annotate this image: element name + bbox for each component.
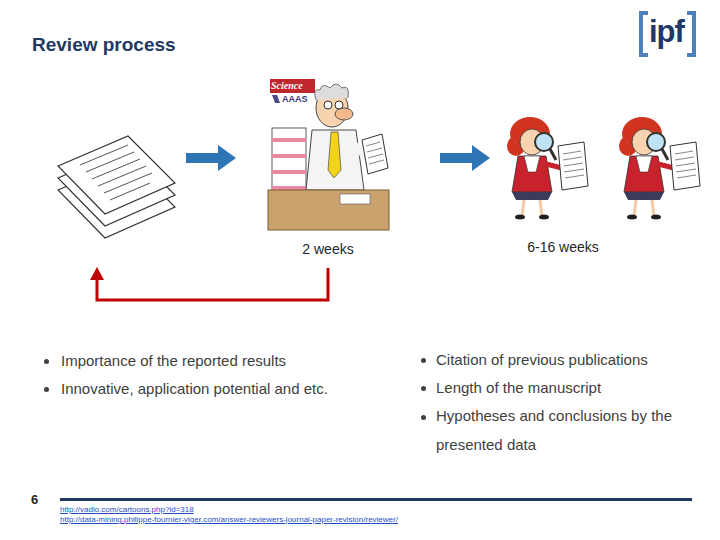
editor-cartoon-part-part — [369, 160, 384, 164]
duration-label: 6-16 weeks — [513, 239, 613, 255]
flow-arrow-part — [218, 145, 236, 171]
editor-cartoon-part-part — [272, 186, 306, 190]
paper-stack-part-part — [104, 173, 152, 193]
editor-cartoon-part — [268, 190, 389, 230]
paper-stack-part-part — [80, 145, 128, 165]
editor-cartoon-part-part — [367, 148, 382, 152]
page-number: 6 — [31, 492, 38, 507]
feedback-loop — [97, 268, 328, 300]
editor-cartoon-part-part — [272, 170, 306, 174]
editor-cartoon-part — [272, 95, 280, 103]
flow-arrow-part — [472, 145, 490, 171]
editor-cartoon-part — [272, 140, 306, 188]
editor-cartoon — [268, 76, 389, 230]
editor-cartoon-part-part — [272, 154, 306, 158]
source-link: http://data-mining.philippe-fournier-vig… — [60, 515, 398, 524]
editor-cartoon-part — [335, 108, 353, 120]
paper-stack-part-part — [110, 183, 150, 200]
editor-cartoon-part — [328, 132, 341, 178]
illustration-layer-part — [507, 117, 588, 220]
criteria-item: Importance of the reported results — [61, 352, 286, 369]
journal-publisher: AAAS — [282, 94, 308, 104]
logo-text: ipf — [649, 14, 684, 50]
paper-stack-part-part — [86, 152, 134, 172]
paper-stack-part — [58, 136, 175, 214]
duration-label: 2 weeks — [288, 241, 368, 257]
flow-arrow-part — [440, 153, 474, 163]
editor-cartoon-part — [324, 101, 332, 109]
paper-stack-part-part — [92, 159, 140, 179]
criteria-item: Innovative, application potential and et… — [61, 380, 328, 397]
flow-arrow-part — [186, 153, 220, 163]
editor-cartoon-part — [362, 134, 388, 174]
illustration-layer-part — [619, 117, 700, 220]
editor-cartoon-part — [366, 142, 384, 164]
paper-stack-part-part — [98, 166, 146, 186]
feedback-arrowhead — [90, 267, 104, 280]
editor-cartoon-part — [335, 101, 343, 109]
footer-rule — [60, 498, 692, 501]
editor-cartoon-part — [268, 76, 389, 230]
paper-stack-part — [80, 145, 152, 200]
logo-brackets — [641, 13, 694, 55]
criteria-item: Citation of previous publications — [436, 351, 648, 368]
bullet-dot — [421, 386, 426, 391]
feedback-loop-part — [97, 268, 328, 300]
journal-logo: Science — [271, 80, 303, 91]
bullet-dot — [44, 387, 49, 392]
logo-brackets-part — [687, 13, 694, 55]
editor-cartoon-part-part — [272, 138, 306, 142]
editor-cartoon-part-part — [366, 142, 380, 146]
editor-cartoon-part — [306, 130, 364, 190]
criteria-item: Hypotheses and conclusions by the presen… — [436, 401, 698, 459]
bullet-dot — [44, 359, 49, 364]
slide-title: Review process — [32, 34, 176, 56]
editor-cartoon-part — [272, 128, 306, 200]
bullet-dot — [421, 358, 426, 363]
logo-brackets-part — [641, 13, 648, 55]
editor-cartoon-part — [270, 79, 315, 93]
criteria-item: Length of the manuscript — [436, 379, 601, 396]
editor-cartoon-part — [340, 194, 370, 204]
editor-cartoon-part-part — [368, 154, 383, 158]
source-link: http://vadlo.com/cartoons.php?id=318 — [60, 505, 194, 514]
bullet-dot — [421, 415, 426, 420]
editor-cartoon-part — [315, 84, 349, 100]
paper-stack — [58, 136, 175, 238]
